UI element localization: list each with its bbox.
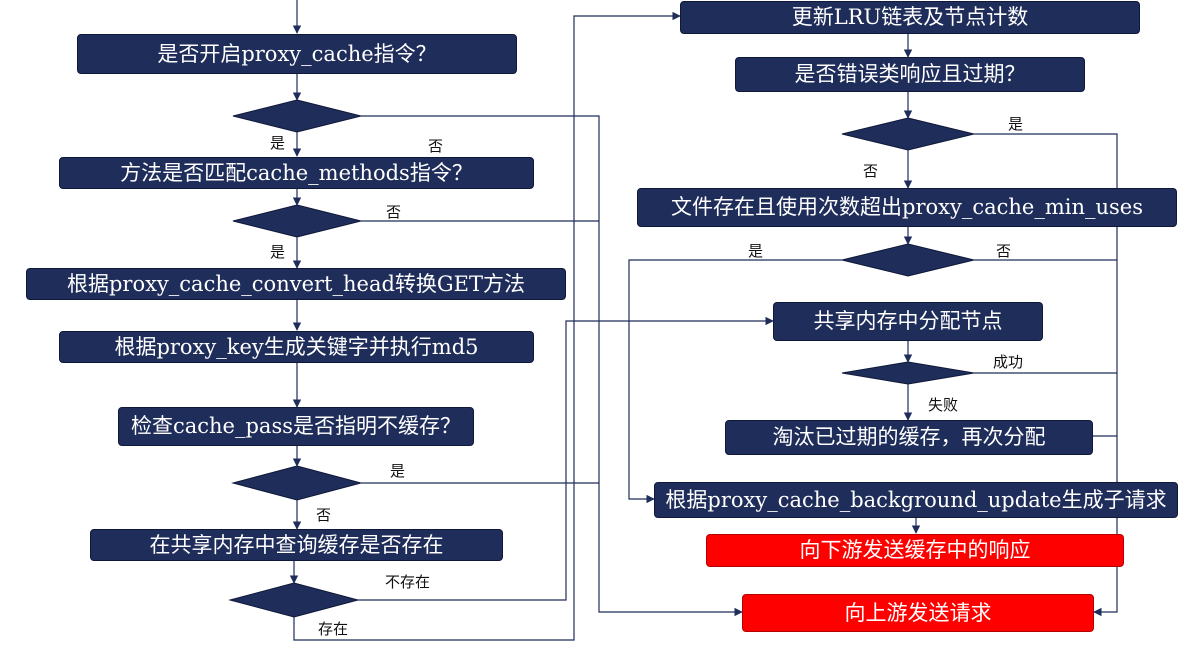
node-cache-pass-question: 检查cache_pass是否指明不缓存？ (118, 407, 474, 446)
connector-d6-yes (628, 259, 842, 504)
edge-label-d4-exist: 存在 (318, 620, 349, 638)
edge-label-d3-yes: 是 (390, 462, 406, 480)
connector-no-to-upstream (361, 115, 743, 617)
edge-label-d2-no: 否 (386, 203, 402, 221)
decision-diamond-exists (228, 582, 360, 618)
edge-label-d6-yes: 是 (748, 242, 764, 260)
decision-diamond-min-uses (841, 243, 975, 277)
node-generate-key: 根据proxy_key生成关键字并执行md5 (59, 331, 534, 363)
edge-label-d7-fail: 失败 (928, 396, 959, 414)
connector-d4-not-exist (358, 316, 774, 601)
node-send-downstream: 向下游发送缓存中的响应 (706, 534, 1124, 567)
decision-diamond-alloc (841, 361, 975, 385)
edge-label-d2-yes: 是 (270, 243, 286, 261)
node-lookup-shared-memory: 在共享内存中查询缓存是否存在 (90, 529, 503, 561)
edge-label-d5-yes: 是 (1008, 115, 1024, 133)
edge-label-d7-success: 成功 (993, 353, 1024, 371)
edge-label-d4-not-exist: 不存在 (385, 573, 431, 591)
node-background-update: 根据proxy_cache_background_update生成子请求 (654, 482, 1178, 518)
node-convert-head: 根据proxy_cache_convert_head转换GET方法 (26, 268, 566, 300)
node-update-lru: 更新LRU链表及节点计数 (680, 1, 1140, 34)
edge-label-d5-no: 否 (863, 162, 879, 180)
node-error-expired-question: 是否错误类响应且过期？ (735, 57, 1085, 92)
edge-label-d1-no: 否 (428, 137, 444, 155)
edge-label-d1-yes: 是 (270, 134, 286, 152)
decision-diamond-cache-methods (232, 204, 362, 238)
decision-diamond-cache-pass (231, 465, 363, 501)
decision-diamond-error-expired (841, 117, 975, 151)
node-alloc-shared-memory: 共享内存中分配节点 (773, 302, 1043, 341)
connector-d4-exist (293, 11, 681, 641)
edge-label-d3-no: 否 (316, 506, 332, 524)
node-proxy-cache-question: 是否开启proxy_cache指令？ (77, 34, 517, 74)
node-min-uses-question: 文件存在且使用次数超出proxy_cache_min_uses (637, 188, 1177, 227)
node-send-upstream: 向上游发送请求 (742, 594, 1094, 632)
decision-diamond-proxy-cache (232, 99, 362, 133)
node-evict-realloc: 淘汰已过期的缓存，再次分配 (725, 420, 1093, 455)
node-cache-methods-question: 方法是否匹配cache_methods指令？ (59, 157, 534, 189)
edge-label-d6-no: 否 (996, 242, 1012, 260)
